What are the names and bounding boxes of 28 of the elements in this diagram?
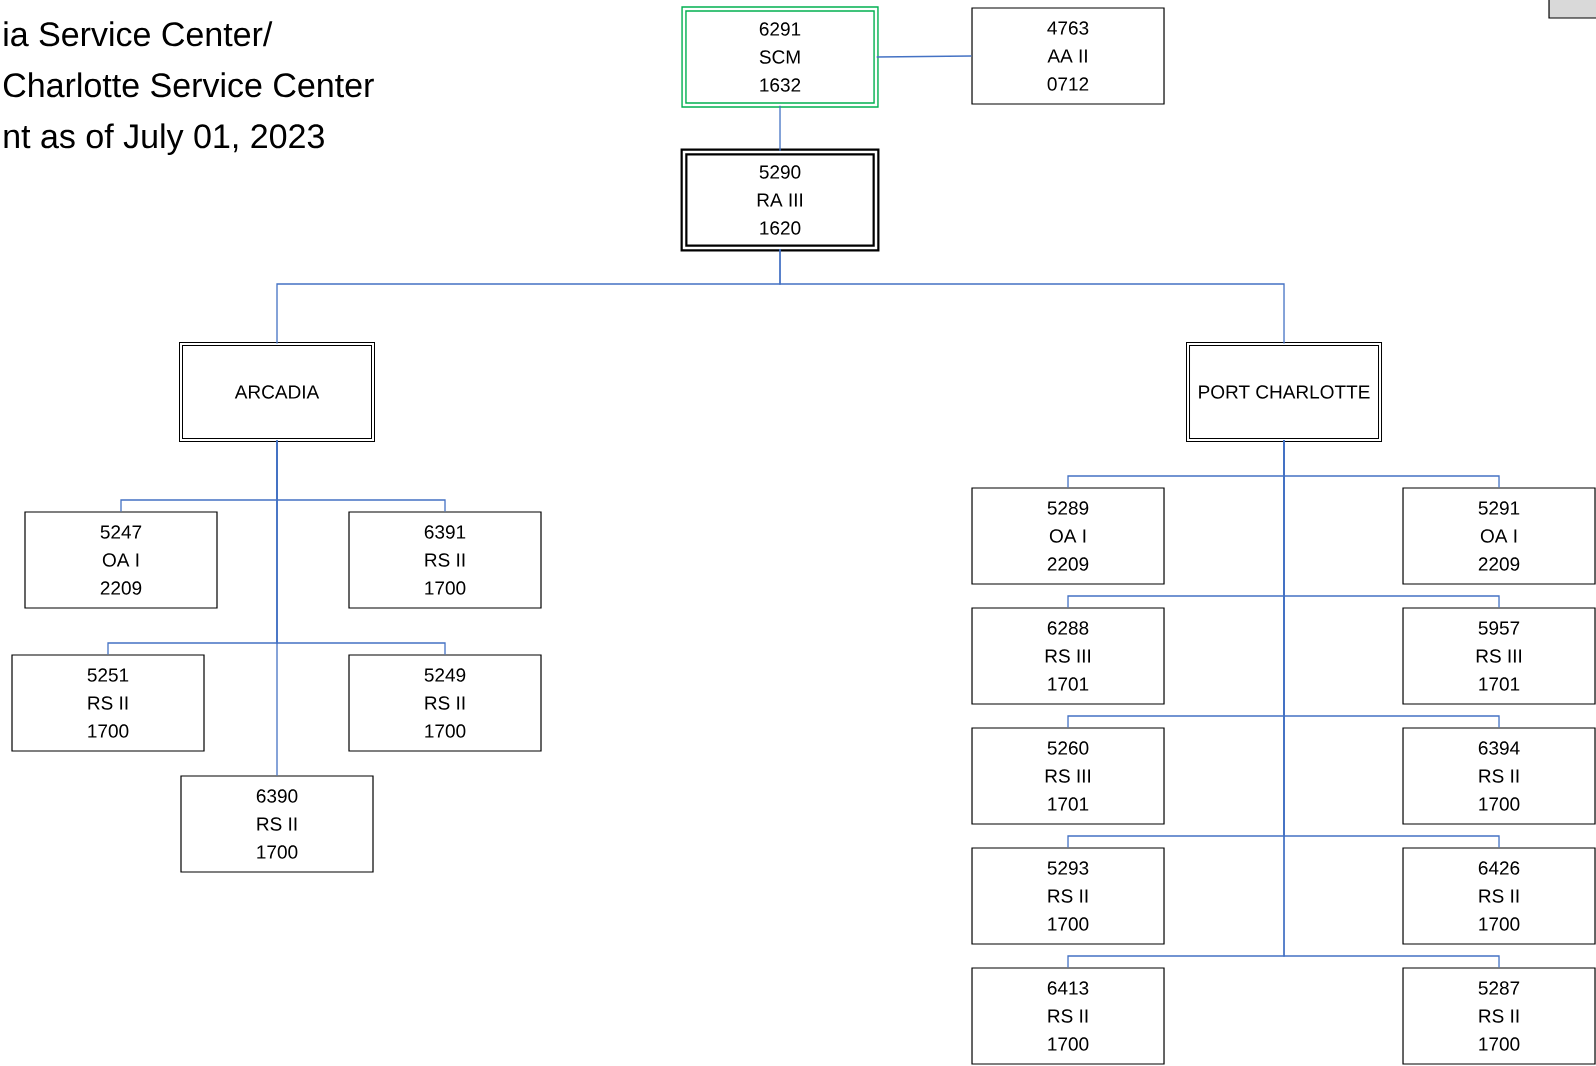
position-box: 6394 RS II 1700 — [1402, 727, 1596, 825]
position-box: 6390 RS II 1700 — [180, 775, 374, 873]
position-box: 6391 RS II 1700 — [348, 511, 542, 609]
position-box: 6288 RS III 1701 — [971, 607, 1165, 705]
connector-line — [779, 248, 1285, 345]
position-box: 5291 OA I 2209 — [1402, 487, 1596, 585]
position-box: 5957 RS III 1701 — [1402, 607, 1596, 705]
connector-line — [1283, 439, 1500, 969]
position-box: 6413 RS II 1700 — [971, 967, 1165, 1065]
department-box: PORT CHARLOTTE — [1186, 342, 1382, 442]
department-box: ARCADIA — [179, 342, 375, 442]
title-text: ia Service Center/ — [4, 21, 273, 47]
position-box: 6426 RS II 1700 — [1402, 847, 1596, 945]
position-box: 5287 RS II 1700 — [1402, 967, 1596, 1065]
position-box: 5290 RA III 1620 — [680, 148, 880, 252]
position-box: 4763 AA II 0712 — [971, 7, 1165, 105]
connector-line — [276, 439, 278, 777]
position-box: 5247 OA I 2209 — [24, 511, 218, 609]
position-box: 5249 RS II 1700 — [348, 654, 542, 752]
position-box: 6291 SCM 1632 — [681, 6, 879, 108]
position-box: 5289 OA I 2209 — [971, 487, 1165, 585]
position-box: 5260 RS III 1701 — [971, 727, 1165, 825]
title-text: Charlotte Service Center — [3, 72, 374, 98]
title-text: nt as of July 01, 2023 — [4, 123, 324, 156]
position-box: 5293 RS II 1700 — [971, 847, 1165, 945]
connector-line — [779, 105, 781, 152]
connector-line — [876, 55, 973, 58]
position-box: 5251 RS II 1700 — [11, 654, 205, 752]
